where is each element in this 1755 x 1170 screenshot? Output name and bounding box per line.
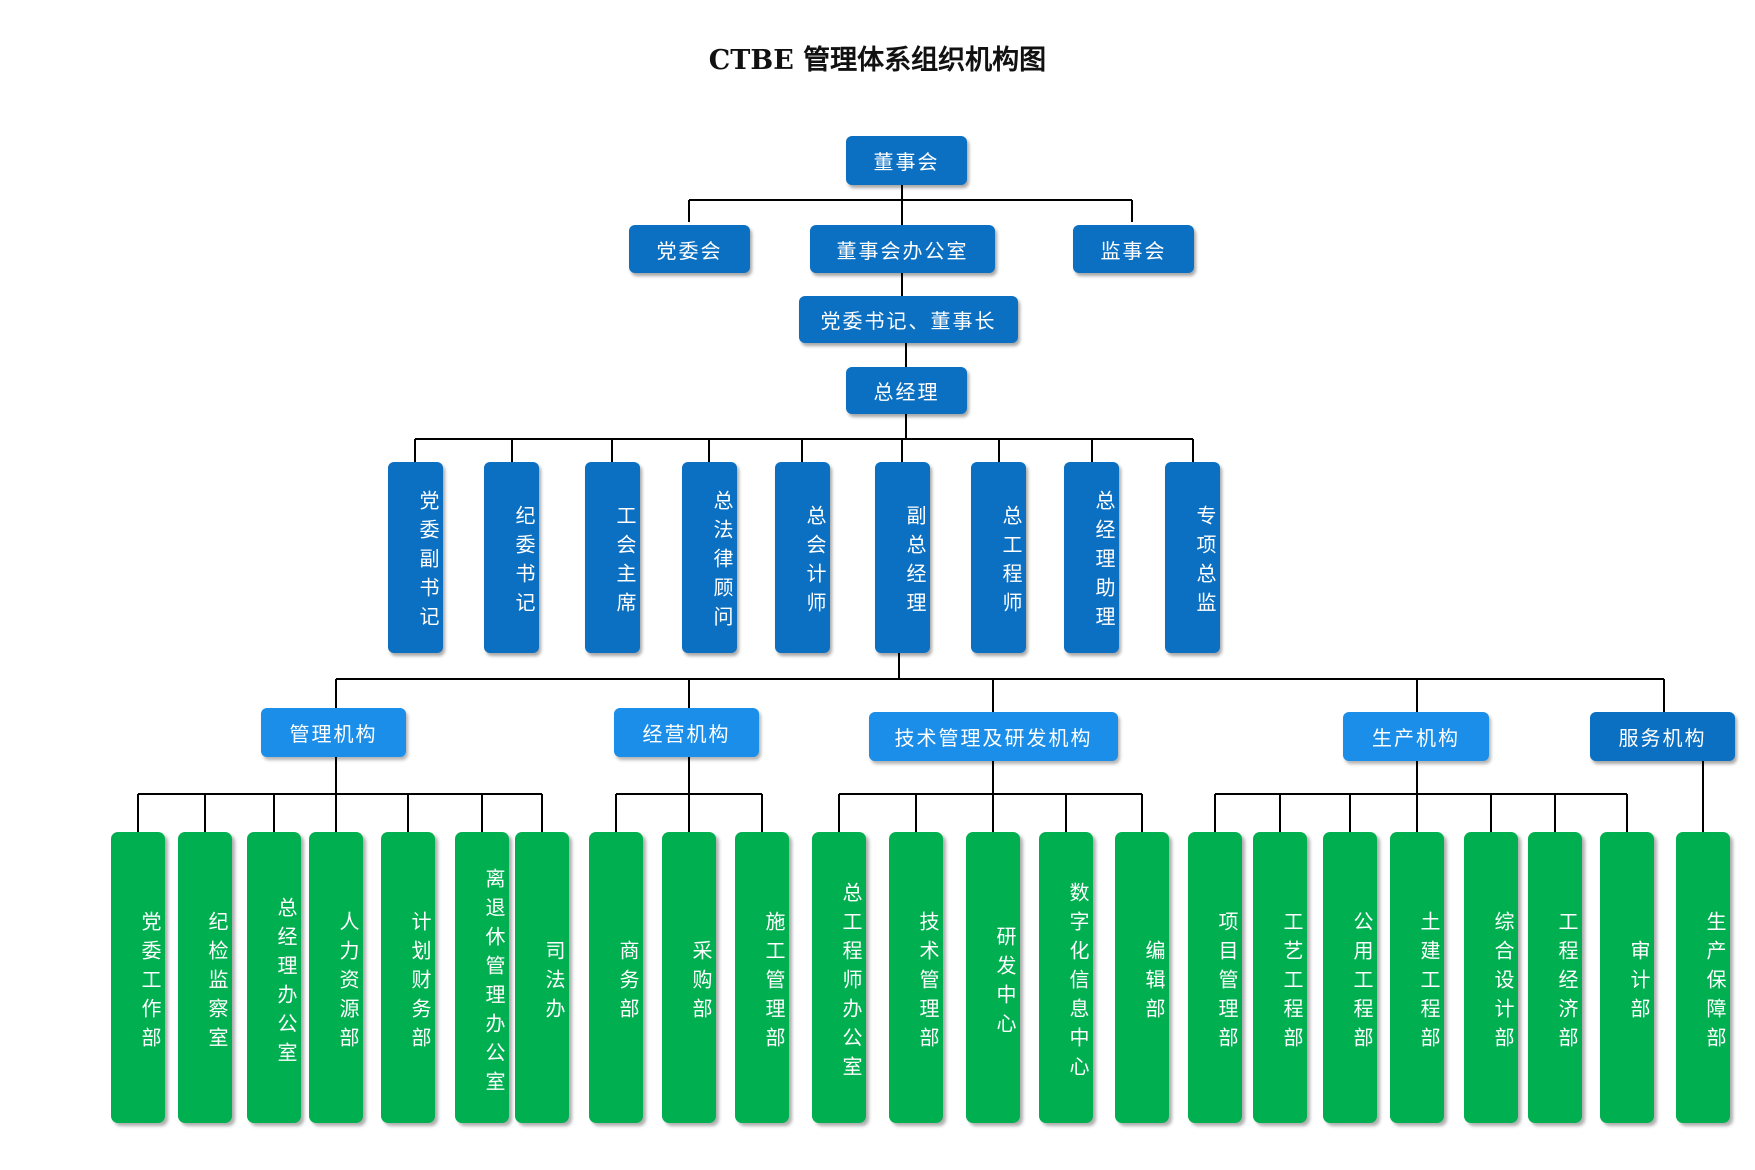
dept-editorial: 编辑部 <box>1115 832 1169 1123</box>
dept-discipline-inspection: 纪检监察室 <box>178 832 232 1123</box>
dept-engineering-economics: 工程经济部 <box>1528 832 1582 1123</box>
executive-chief-engineer: 总工程师 <box>971 462 1026 653</box>
dept-procurement: 采购部 <box>662 832 716 1123</box>
executive-general-counsel: 总法律顾问 <box>682 462 737 653</box>
dept-party-work: 党委工作部 <box>111 832 165 1123</box>
chart-title: CTBE 管理体系组织机构图 <box>708 45 1047 76</box>
board-box: 董事会 <box>846 136 967 185</box>
executive-party-deputy-secretary: 党委副书记 <box>388 462 443 653</box>
dept-planning-finance: 计划财务部 <box>381 832 435 1123</box>
executive-gm-assistant: 总经理助理 <box>1064 462 1119 653</box>
category-operations: 经营机构 <box>614 708 759 757</box>
secretary-chairman-box: 党委书记、董事长 <box>799 296 1018 343</box>
dept-business: 商务部 <box>589 832 643 1123</box>
dept-technical-management: 技术管理部 <box>889 832 943 1123</box>
party-committee-box: 党委会 <box>629 225 750 273</box>
dept-judicial-office: 司法办 <box>515 832 569 1123</box>
dept-construction-management: 施工管理部 <box>735 832 789 1123</box>
executive-chief-accountant: 总会计师 <box>775 462 830 653</box>
general-manager-box: 总经理 <box>846 367 967 414</box>
dept-civil-engineering: 土建工程部 <box>1390 832 1444 1123</box>
dept-rnd-center: 研发中心 <box>966 832 1020 1123</box>
executive-vice-general-manager: 副总经理 <box>875 462 930 653</box>
executive-union-chairman: 工会主席 <box>585 462 640 653</box>
dept-digital-info-center: 数字化信息中心 <box>1039 832 1093 1123</box>
dept-process-engineering: 工艺工程部 <box>1253 832 1307 1123</box>
dept-human-resources: 人力资源部 <box>309 832 363 1123</box>
executive-discipline-secretary: 纪委书记 <box>484 462 539 653</box>
dept-integrated-design: 综合设计部 <box>1464 832 1518 1123</box>
category-service: 服务机构 <box>1590 712 1735 761</box>
board-office-box: 董事会办公室 <box>810 225 995 273</box>
dept-project-management: 项目管理部 <box>1188 832 1242 1123</box>
category-technology-rnd: 技术管理及研发机构 <box>869 712 1118 761</box>
dept-gm-office: 总经理办公室 <box>247 832 301 1123</box>
supervisory-board-box: 监事会 <box>1073 225 1194 273</box>
dept-audit: 审计部 <box>1600 832 1654 1123</box>
category-production: 生产机构 <box>1343 712 1489 761</box>
dept-chief-engineer-office: 总工程师办公室 <box>812 832 866 1123</box>
category-management: 管理机构 <box>261 708 406 757</box>
dept-production-support: 生产保障部 <box>1676 832 1730 1123</box>
executive-special-director: 专项总监 <box>1165 462 1220 653</box>
dept-utility-engineering: 公用工程部 <box>1323 832 1377 1123</box>
dept-retiree-management: 离退休管理办公室 <box>455 832 509 1123</box>
